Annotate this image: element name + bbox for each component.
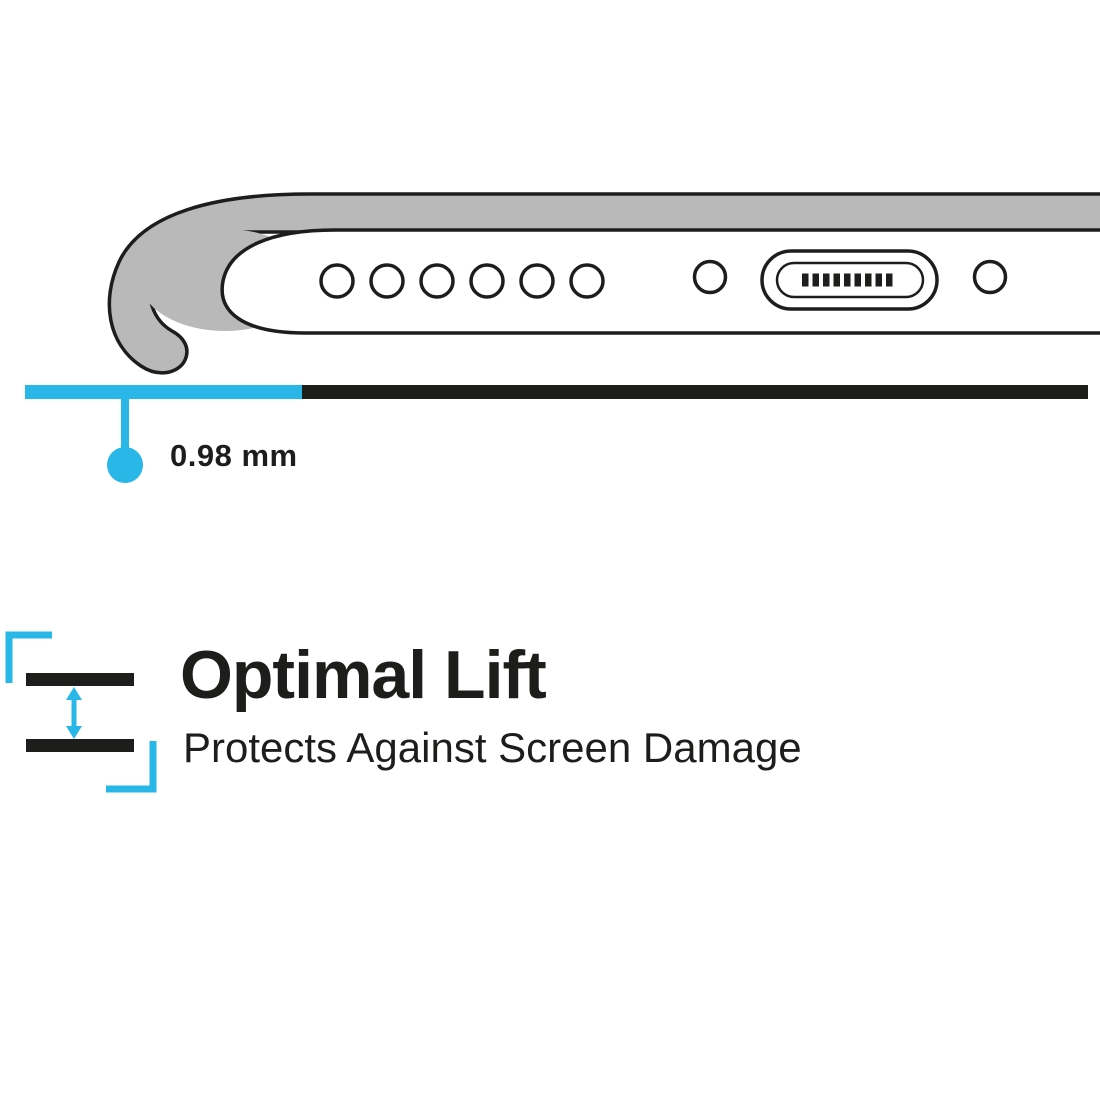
screw-hole-left	[692, 259, 728, 295]
speaker-hole	[419, 263, 455, 299]
bracket-bottom-right-icon	[106, 741, 157, 793]
lift-bar-top	[26, 673, 134, 686]
vertical-double-arrow-icon	[66, 687, 82, 739]
lift-spacing-icon	[5, 631, 157, 793]
speaker-hole	[519, 263, 555, 299]
speaker-hole	[369, 263, 405, 299]
surface-line-cyan	[25, 385, 302, 399]
bracket-top-left-icon	[5, 631, 52, 683]
speaker-hole	[319, 263, 355, 299]
speaker-holes	[319, 263, 605, 299]
port-pins	[802, 273, 893, 287]
feature-title: Optimal Lift	[180, 637, 547, 713]
speaker-hole	[569, 263, 605, 299]
screw-hole-right	[972, 259, 1008, 295]
lift-bar-bottom	[26, 739, 134, 752]
surface-line-black	[302, 385, 1088, 399]
feature-subtitle: Protects Against Screen Damage	[183, 724, 802, 771]
charging-port	[760, 249, 939, 311]
phone-case-illustration	[25, 192, 1100, 483]
speaker-hole	[469, 263, 505, 299]
measure-pointer-dot	[107, 447, 143, 483]
lift-measurement-label: 0.98 mm	[170, 438, 298, 473]
measure-pointer-line	[121, 397, 129, 453]
